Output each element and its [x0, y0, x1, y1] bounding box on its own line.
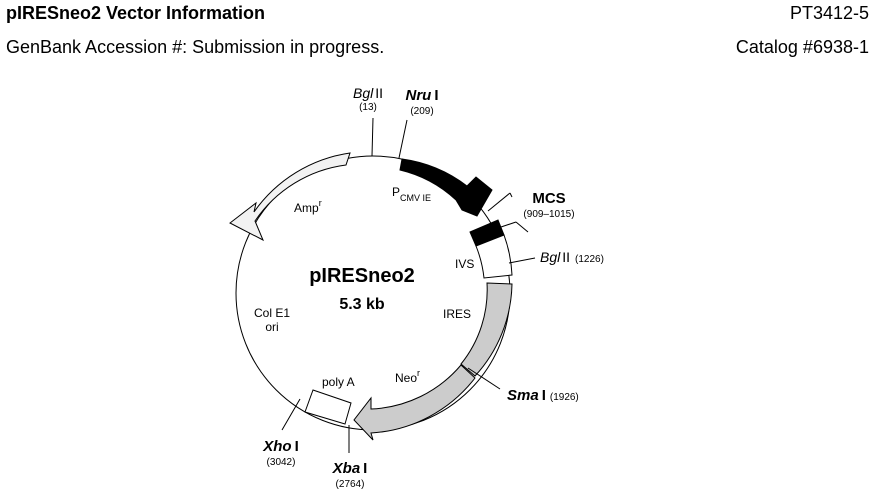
xho1-site-position: (3042): [267, 457, 296, 468]
ires-box: [460, 282, 513, 377]
plasmid-name: pIRESneo2: [309, 265, 415, 287]
xba1-site-position: (2764): [336, 479, 365, 490]
catalog-code: PT3412-5: [789, 3, 869, 23]
amp-arrow: [229, 152, 351, 242]
nru1-site-position: (209): [410, 106, 433, 117]
ori-label: ori: [265, 320, 278, 334]
pcmv-label: PCMV IE: [392, 185, 431, 203]
polya-box: [304, 389, 352, 425]
cmv-promoter-arrow: [399, 158, 493, 217]
mcs-label: MCS: [532, 190, 565, 207]
cole1-label: Col E1: [254, 306, 290, 320]
bgl2-site-13-tick: [371, 117, 374, 157]
nru1-site-tick: [398, 119, 408, 159]
mcs-tick-upper-end: [509, 192, 513, 198]
mcs-position: (909–1015): [523, 209, 574, 220]
bgl2-site-1226-tick: [508, 257, 536, 264]
sma1-site-tick: [467, 367, 501, 390]
polya-label: poly A: [322, 375, 355, 389]
neo-arrow: [353, 364, 476, 441]
neo-label: Neor: [395, 368, 420, 385]
amp-label: Ampr: [294, 198, 322, 215]
ivs-box: [475, 234, 513, 279]
mcs-tick-lower-end: [515, 221, 529, 233]
ivs-label: IVS: [455, 257, 474, 271]
catalog-number: Catalog #6938-1: [735, 37, 869, 57]
mcs-tick-upper: [487, 192, 511, 212]
ires-label: IRES: [443, 307, 471, 321]
xho1-site-tick: [281, 398, 301, 431]
genbank-accession: GenBank Accession #: Submission in progr…: [6, 37, 385, 57]
document-title: pIRESneo2 Vector Information: [6, 3, 266, 23]
bgl2-site-13-position: (13): [359, 102, 377, 113]
mcs-tick-lower: [497, 221, 517, 229]
plasmid-size: 5.3 kb: [339, 296, 385, 313]
